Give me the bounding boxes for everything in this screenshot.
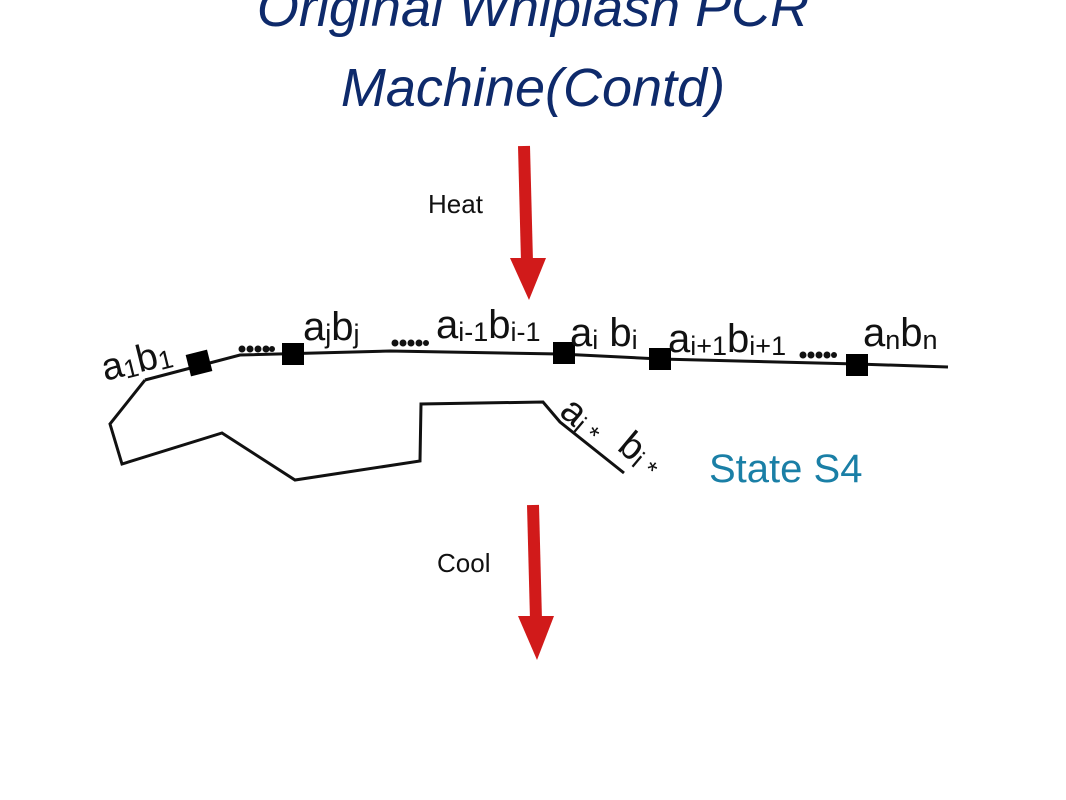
stopper-block xyxy=(185,349,213,377)
label-part: n xyxy=(923,325,938,355)
label-part: i+1 xyxy=(690,331,727,361)
label-part: j xyxy=(324,319,331,349)
stopper-block xyxy=(553,342,575,364)
label-part: a xyxy=(863,311,886,355)
stopper-block xyxy=(649,348,671,370)
label-part: n xyxy=(885,325,900,355)
label-part: j xyxy=(353,319,360,349)
label-aibi: ai bi xyxy=(570,311,638,355)
label-part: b xyxy=(331,305,353,349)
cool-arrow xyxy=(518,504,554,660)
cool-label: Cool xyxy=(437,548,491,578)
label-ajbj: ajbj xyxy=(303,305,360,349)
heat-arrow xyxy=(510,145,546,300)
label-part: 1 xyxy=(120,352,141,385)
label-bi-star: bi * xyxy=(610,424,671,485)
title-line-2: Machine(Contd) xyxy=(340,58,726,118)
label-anbn: anbn xyxy=(863,311,938,355)
label-part: a xyxy=(436,303,459,347)
label-part: i+1 xyxy=(749,331,786,361)
hairpin-strand xyxy=(108,379,625,482)
label-part: b xyxy=(488,303,510,347)
label-part: b xyxy=(727,317,749,361)
title-line-1: Original Whiplash PCR xyxy=(256,0,810,38)
label-part: i-1 xyxy=(458,317,488,347)
label-ai-1bi-1: ai-1bi-1 xyxy=(436,303,541,347)
ellipsis-dots xyxy=(238,345,275,353)
label-a1b1: a1b1 xyxy=(97,332,176,390)
state-label: State S4 xyxy=(709,447,863,491)
label-part: i xyxy=(592,325,598,355)
stopper-block xyxy=(846,354,868,376)
label-part: b xyxy=(598,311,631,355)
label-part: 1 xyxy=(155,343,176,376)
label-ai+1bi+1: ai+1bi+1 xyxy=(668,317,786,361)
label-part: i xyxy=(632,325,638,355)
label-part: a xyxy=(303,305,326,349)
ellipsis-dots xyxy=(799,351,837,359)
heat-label: Heat xyxy=(428,189,483,219)
label-part: i-1 xyxy=(511,317,541,347)
label-part: a xyxy=(570,311,593,355)
label-part: b xyxy=(900,311,922,355)
label-ai-star: ai * xyxy=(552,389,613,450)
stopper-block xyxy=(282,343,304,365)
label-part: a xyxy=(668,317,691,361)
ellipsis-dots xyxy=(391,339,429,347)
